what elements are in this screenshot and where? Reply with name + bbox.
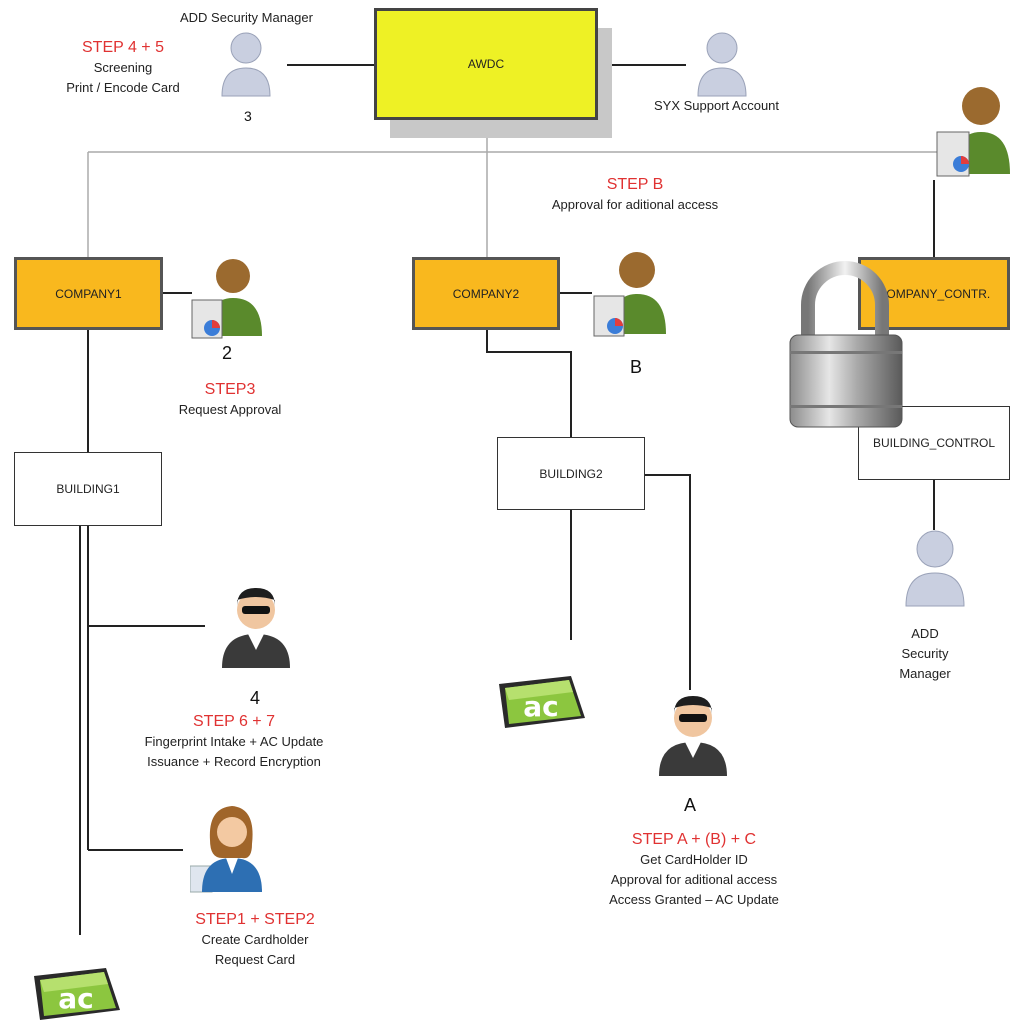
building2-node[interactable]: BUILDING2 [497,437,645,510]
company-contr-label: COMPANY_CONTR. [877,286,991,301]
security-manager-top-label: ADD Security Manager [180,10,313,25]
building-control-label: BUILDING_CONTROL [872,436,996,450]
guard-building2-icon [659,696,727,776]
building2-label: BUILDING2 [539,466,603,481]
marker-4: 4 [250,688,261,708]
ac-logo-icon-building1: ac [34,968,120,1020]
step-b-annotation: STEP B Approval for aditional access [551,176,719,212]
marker-2: 2 [222,343,233,363]
cardholder-creator-icon [190,806,262,893]
marker-a: A [684,795,697,815]
manager-company1-icon [191,259,262,339]
building1-node[interactable]: BUILDING1 [14,452,162,526]
awdc-node[interactable]: AWDC [374,8,598,120]
step-3-annotation: STEP3 Request Approval [178,381,282,417]
manager-contr-icon [936,87,1010,177]
company2-label: COMPANY2 [452,286,520,301]
building1-label: BUILDING1 [56,482,120,496]
ac-logo-text: ac [523,690,559,723]
padlock-icon [789,261,903,428]
marker-3: 3 [244,108,252,124]
company1-label: COMPANY1 [55,286,122,301]
syx-support-icon [697,32,747,97]
step-1-2-annotation: STEP1 + STEP2 Create Cardholder Request … [195,911,315,967]
security-manager-top-icon [221,32,271,97]
company1-node[interactable]: COMPANY1 [14,257,163,330]
security-manager-right-label: ADD Security Manager [899,626,951,681]
company2-node[interactable]: COMPANY2 [412,257,560,330]
guard-building1-icon [222,588,290,668]
step-6-7-annotation: STEP 6 + 7 Fingerprint Intake + AC Updat… [144,713,324,769]
step-a-b-c-annotation: STEP A + (B) + C Get CardHolder ID Appro… [609,831,779,907]
step-4-5-annotation: STEP 4 + 5 Screening Print / Encode Card [66,39,180,95]
manager-company2-icon [593,252,666,337]
security-manager-right-icon [905,530,965,607]
syx-support-label: SYX Support Account [654,98,780,113]
marker-b: B [630,357,643,377]
ac-logo-icon-building2: ac [499,676,585,728]
awdc-label: AWDC [467,57,505,71]
ac-logo-text: ac [58,982,94,1015]
